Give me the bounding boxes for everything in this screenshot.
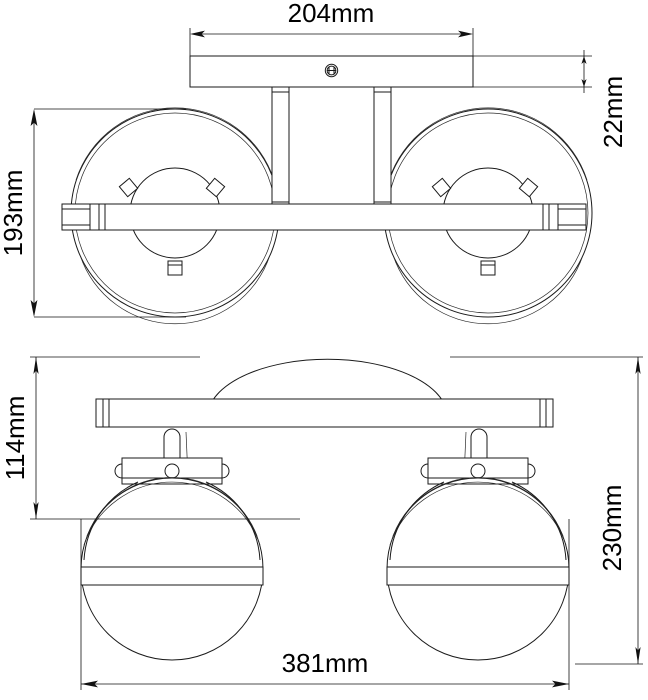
crossbar-top-view: [61, 203, 587, 231]
dim-label-381: 381mm: [282, 648, 369, 678]
right-stem: [373, 86, 392, 212]
dim-193-group: 193mm: [0, 108, 186, 318]
left-collar: [121, 457, 223, 485]
arrow-bottom-230: [635, 647, 641, 664]
dim-label-230: 230mm: [597, 485, 627, 572]
right-globe-bottom-view: [386, 477, 570, 661]
arrow-bottom-22: [581, 79, 587, 87]
stems-top-view: [271, 86, 392, 222]
left-globe-cage-right: [205, 481, 261, 561]
left-globe-cage-left: [83, 481, 139, 561]
right-tab-bottom: [480, 260, 496, 276]
arrow-left-204: [190, 30, 205, 38]
right-socket-assembly: [420, 428, 536, 485]
crossbar-left-ferrule-a: [89, 203, 100, 231]
crossbar-left-ferrule-b: [98, 203, 106, 231]
left-tab-bottom: [167, 260, 183, 276]
arrow-top-114: [33, 357, 39, 374]
crossbar-bottom-view: [95, 398, 554, 428]
right-collar-knob-left: [420, 463, 429, 479]
left-globe-band: [80, 566, 264, 586]
left-globe-upper-arc-2: [86, 477, 258, 537]
right-globe-upper-arc-2b: [389, 481, 567, 546]
right-collar-knob-right: [527, 463, 536, 479]
left-globe-highlight-arc: [75, 107, 275, 181]
crossbar-body-2: [95, 398, 554, 428]
dim-label-114: 114mm: [0, 396, 30, 481]
dim-22-group: 22mm: [473, 50, 628, 148]
left-globe-lower-arc: [79, 254, 271, 325]
dim-230-group: 230mm: [450, 356, 643, 665]
crossbar-left-endcap: [61, 208, 91, 226]
left-stem: [271, 86, 290, 212]
dim-381-group: 381mm: [80, 519, 570, 690]
dim-label-204: 204mm: [288, 0, 375, 28]
crossbar-right-ferrule-2a: [545, 398, 554, 428]
left-collar-knob-left: [114, 463, 123, 479]
backplate-top-view: [189, 55, 474, 88]
arrow-top-193: [30, 109, 38, 126]
crossbar-left-ferrule-2b: [102, 398, 110, 428]
right-globe-cage-right: [511, 481, 567, 561]
right-tab-upper-right: [518, 177, 539, 198]
arrow-top-22: [581, 56, 587, 64]
arrow-left-381: [81, 680, 98, 688]
dim-label-193: 193mm: [0, 170, 28, 257]
crossbar-right-endcap: [557, 208, 587, 226]
right-globe-lower-arc: [392, 254, 584, 325]
right-globe-band: [386, 566, 570, 586]
crossbar-body: [61, 203, 587, 231]
bottom-view-group: 114mm 230mm 381mm: [0, 356, 643, 690]
right-globe-highlight-arc: [388, 107, 588, 181]
left-tab-upper-right: [205, 177, 226, 198]
right-collar: [427, 457, 529, 485]
arrow-right-204: [458, 30, 473, 38]
crossbar-right-ferrule-a: [548, 203, 559, 231]
left-globe-upper-arc-2b: [83, 481, 261, 546]
right-globe-cage-left: [389, 481, 445, 561]
arrow-bottom-193: [30, 300, 38, 317]
top-view-group: 204mm: [0, 0, 628, 325]
arrow-top-230: [635, 357, 641, 374]
dim-204-group: 204mm: [189, 0, 474, 56]
backplate-emblem-outer-icon: [324, 63, 339, 78]
crossbar-right-ferrule-b: [542, 203, 550, 231]
left-globe-bottom-view: [80, 477, 264, 661]
left-socket-assembly: [114, 428, 230, 485]
backplate-emblem-inner-icon: [326, 65, 337, 76]
backplate-rect: [189, 55, 474, 88]
right-globe-upper-arc-2: [392, 477, 564, 537]
right-tab-upper-left: [431, 177, 452, 198]
crossbar-right-ferrule-2b: [539, 398, 547, 428]
arrow-right-381: [552, 680, 569, 688]
left-tab-upper-left: [118, 177, 139, 198]
dim-114-group: 114mm: [0, 356, 300, 520]
dim-label-22: 22mm: [598, 76, 628, 148]
crossbar-left-ferrule-2a: [95, 398, 104, 428]
arrow-bottom-114: [33, 502, 39, 519]
left-collar-knob-right: [221, 463, 230, 479]
